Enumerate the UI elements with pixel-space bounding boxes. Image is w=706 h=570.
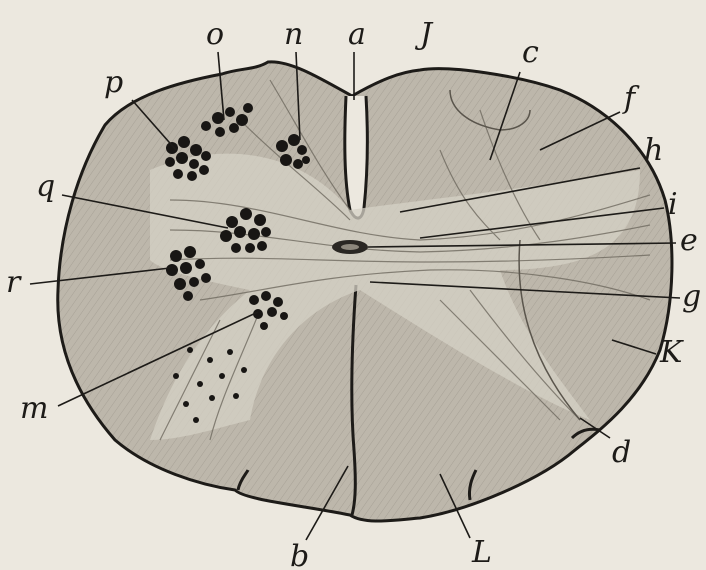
anterior-median-fissure <box>345 96 368 218</box>
label-j: J <box>414 17 434 52</box>
label-c: c <box>522 35 539 70</box>
label-m: m <box>20 391 48 426</box>
label-e: e <box>680 223 698 258</box>
label-f: f <box>622 81 640 116</box>
label-i: i <box>668 187 678 222</box>
label-k: K <box>659 335 684 370</box>
label-o: o <box>206 17 224 52</box>
label-p: p <box>104 65 123 100</box>
label-l: L <box>471 535 492 570</box>
label-r: r <box>6 265 22 300</box>
label-d: d <box>612 435 631 470</box>
label-a: a <box>348 17 366 52</box>
central-canal-lumen <box>341 244 359 250</box>
label-b: b <box>290 539 309 570</box>
label-h: h <box>644 133 663 168</box>
label-n: n <box>284 17 303 52</box>
label-g: g <box>682 279 701 314</box>
label-q: q <box>36 169 55 204</box>
